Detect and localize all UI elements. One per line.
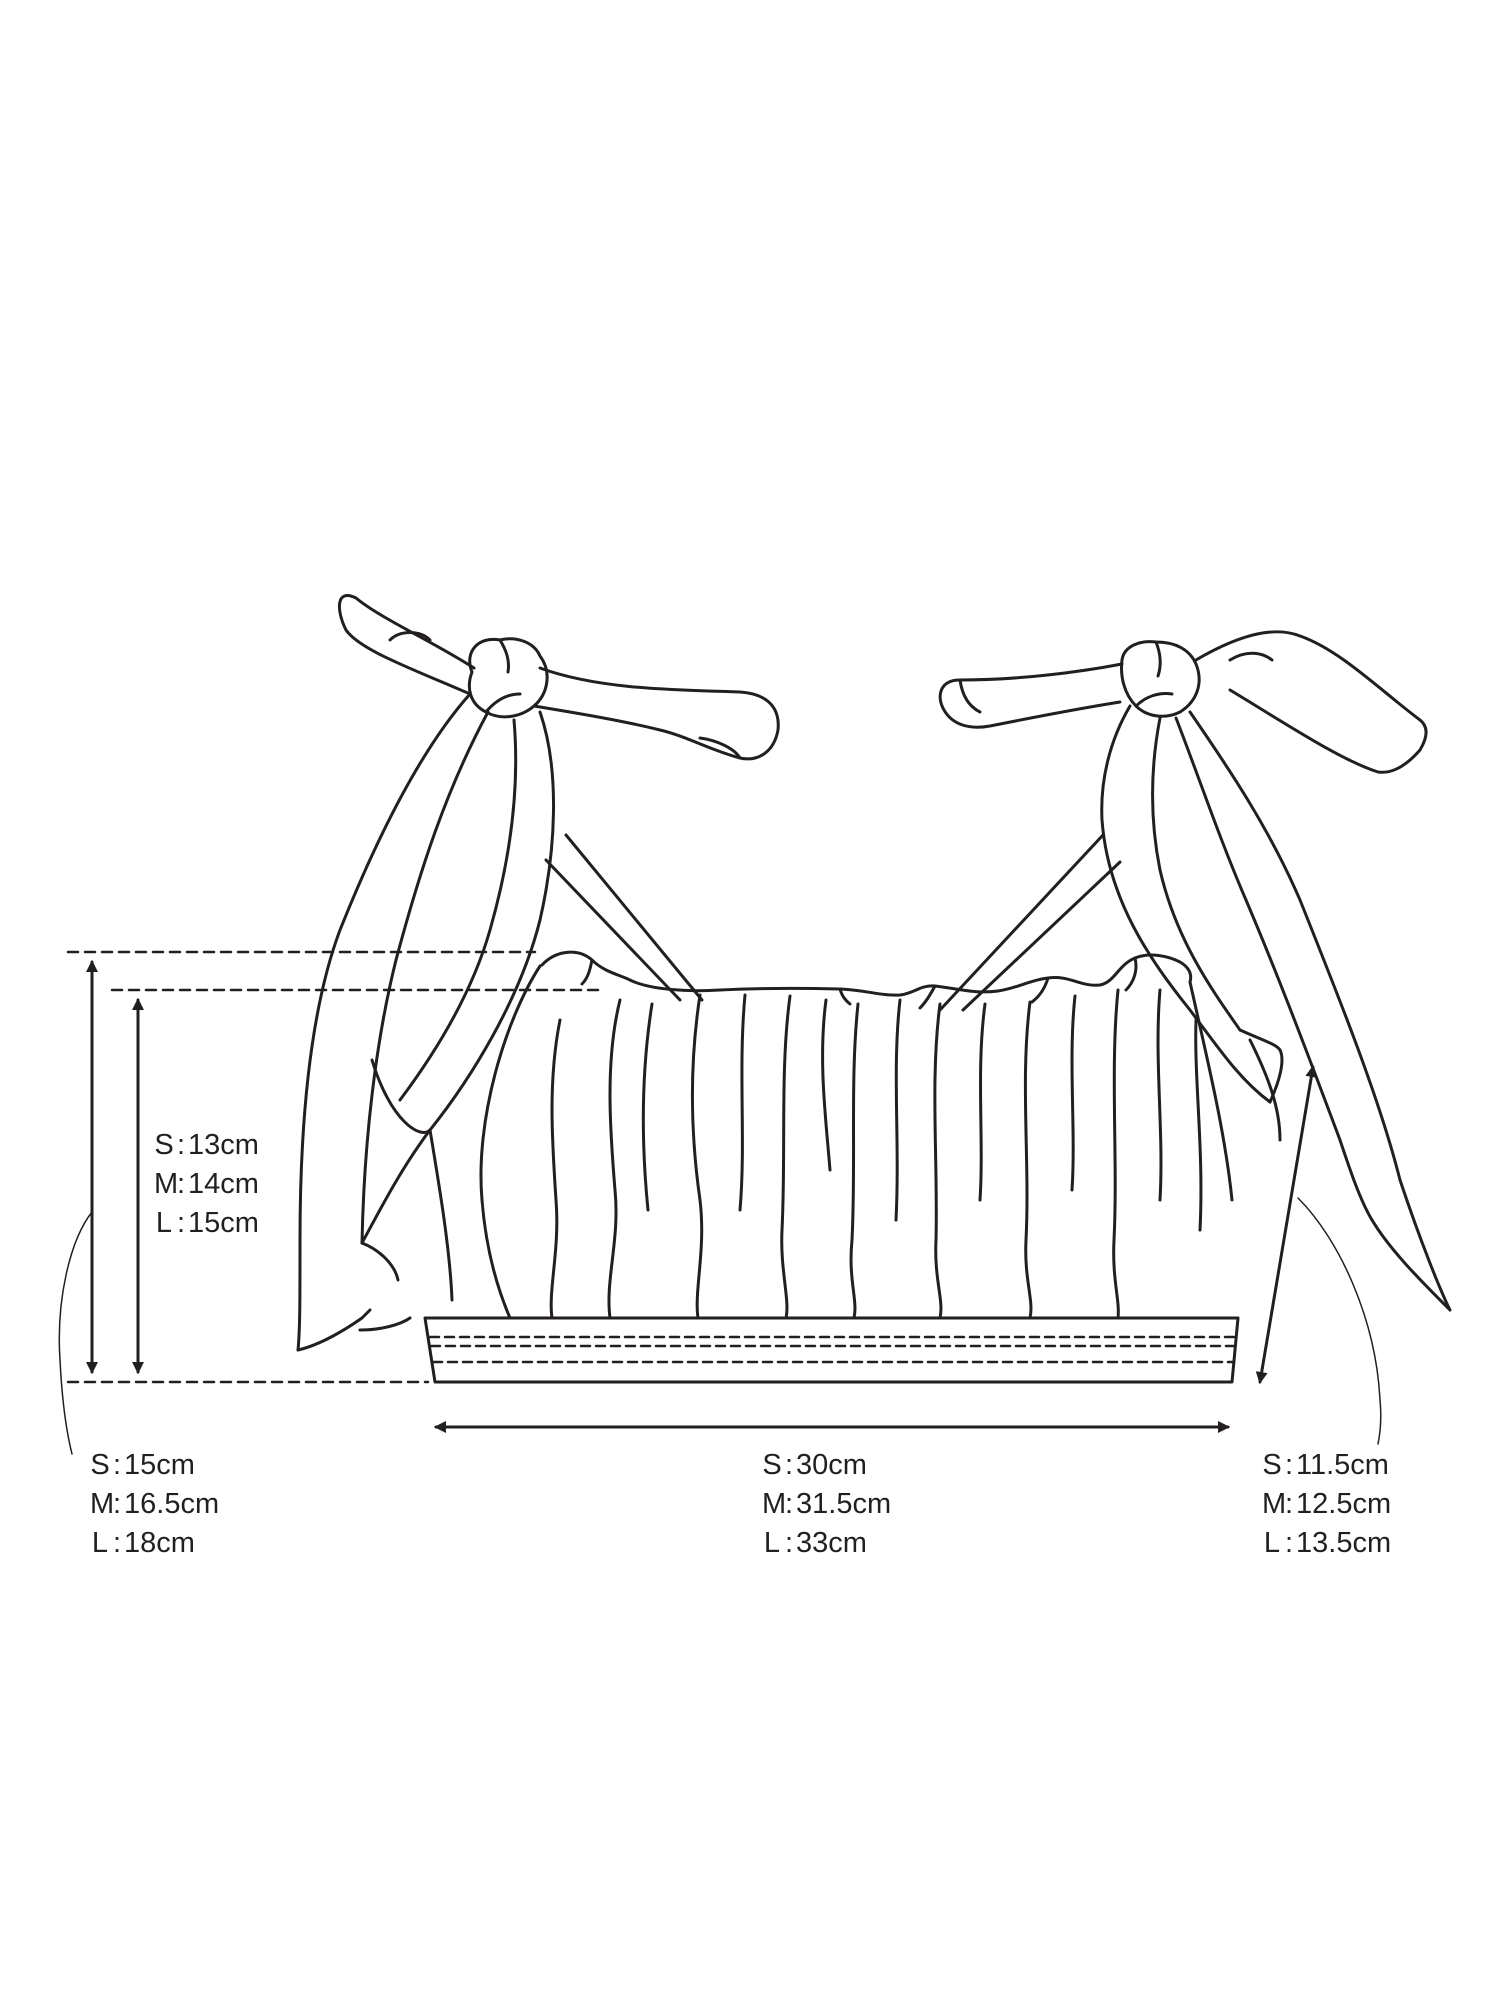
left-strap [544, 833, 704, 1002]
width-m: M:31.5cm [762, 1488, 892, 1520]
width-measurements: S:30cm M:31.5cm L:33cm [762, 1446, 891, 1563]
outer-height-l: L:18cm [91, 1527, 195, 1559]
outer-height-leader [58, 1211, 93, 1455]
strap-edge-s: S:11.5cm [1262, 1449, 1389, 1481]
inner-height-m: M:14cm [154, 1168, 259, 1200]
outer-height-m: M:16.5cm [90, 1488, 220, 1520]
strap-edge-arrow [1255, 1065, 1318, 1384]
dimension-lines [66, 950, 602, 1384]
strap-edge-leader [1297, 1197, 1382, 1445]
inner-height-s: S:13cm [154, 1129, 259, 1161]
inner-height-measurements: S:13cm M:14cm L:15cm [154, 1126, 259, 1243]
width-l: L:33cm [763, 1527, 867, 1559]
right-bow [938, 630, 1452, 1312]
width-s: S:30cm [762, 1449, 867, 1481]
outer-height-measurements: S:15cm M:16.5cm L:18cm [90, 1446, 219, 1563]
inner-height-l: L:15cm [155, 1207, 259, 1239]
outer-height-s: S:15cm [90, 1449, 195, 1481]
left-bow [296, 594, 780, 1352]
right-strap [938, 833, 1122, 1012]
bottom-band [423, 1316, 1240, 1384]
strap-edge-l: L:13.5cm [1263, 1527, 1392, 1559]
strap-edge-measurements: S:11.5cm M:12.5cm L:13.5cm [1262, 1446, 1391, 1563]
bodice [479, 950, 1234, 1320]
strap-edge-m: M:12.5cm [1262, 1488, 1392, 1520]
